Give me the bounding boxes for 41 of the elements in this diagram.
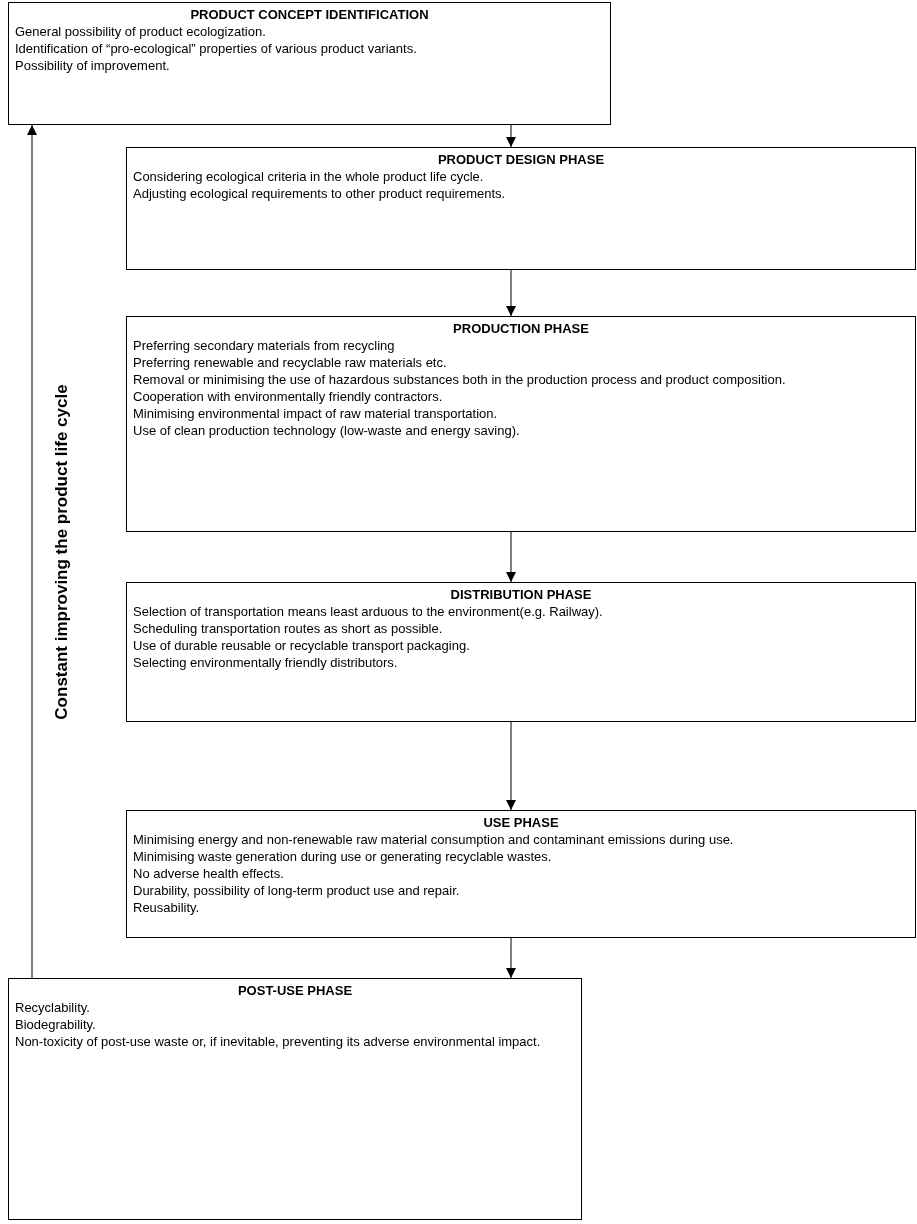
box-text: Preferring secondary materials from recycling bbox=[133, 337, 395, 354]
box-text: Minimising environmental impact of raw material transportation. bbox=[133, 405, 498, 422]
box-heading: DISTRIBUTION PHASE bbox=[450, 586, 592, 603]
arrow bbox=[506, 124, 516, 148]
process-box bbox=[8, 2, 611, 125]
box-heading: PRODUCTION PHASE bbox=[453, 320, 589, 337]
box-text: Use of durable reusable or recyclable transport packaging. bbox=[133, 637, 470, 654]
box-text: Scheduling transportation routes as short as possible. bbox=[133, 620, 443, 637]
box-text: Considering ecological criteria in the whole product life cycle. bbox=[133, 168, 484, 185]
box-text: Durability, possibility of long-term product use and repair. bbox=[133, 882, 460, 899]
box-heading: PRODUCT DESIGN PHASE bbox=[437, 151, 605, 168]
box-text: Minimising energy and non-renewable raw material consumption and contaminant emissions during use. bbox=[133, 831, 734, 848]
box-heading: PRODUCT CONCEPT IDENTIFICATION bbox=[190, 6, 429, 23]
box-text: Identification of “pro-ecological” properties of various product variants. bbox=[15, 40, 417, 57]
box-text: Reusability. bbox=[133, 899, 200, 916]
box-text: Minimising waste generation during use or generating recyclable wastes. bbox=[133, 848, 552, 865]
arrow bbox=[506, 937, 516, 979]
process-box bbox=[126, 316, 916, 532]
box-text: Adjusting ecological requirements to other product requirements. bbox=[133, 185, 506, 202]
box-text: General possibility of product ecologization. bbox=[15, 23, 266, 40]
process-box bbox=[126, 810, 916, 938]
process-box bbox=[126, 147, 916, 270]
box-text: Removal or minimising the use of hazardous substances both in the production process and product composition. bbox=[133, 371, 786, 388]
process-box bbox=[8, 978, 582, 1220]
process-box bbox=[126, 582, 916, 722]
box-heading: USE PHASE bbox=[483, 814, 559, 831]
box-text: Cooperation with environmentally friendly contractors. bbox=[133, 388, 443, 405]
box-text: Selecting environmentally friendly distributors. bbox=[133, 654, 398, 671]
box-text: Recyclability. bbox=[15, 999, 90, 1016]
box-text: Use of clean production technology (low-waste and energy saving). bbox=[133, 422, 520, 439]
arrow bbox=[27, 124, 37, 979]
arrow bbox=[506, 721, 516, 811]
box-text: Non-toxicity of post-use waste or, if inevitable, preventing its adverse environmental impact. bbox=[15, 1033, 541, 1050]
arrow bbox=[506, 269, 516, 317]
box-text: Preferring renewable and recyclable raw materials etc. bbox=[133, 354, 447, 371]
box-text: No adverse health effects. bbox=[133, 865, 284, 882]
box-heading: POST-USE PHASE bbox=[237, 982, 353, 999]
box-text: Selection of transportation means least arduous to the environment(e.g. Railway). bbox=[133, 603, 603, 620]
box-text: Biodegrability. bbox=[15, 1016, 96, 1033]
box-text: Possibility of improvement. bbox=[15, 57, 170, 74]
arrow bbox=[506, 531, 516, 583]
